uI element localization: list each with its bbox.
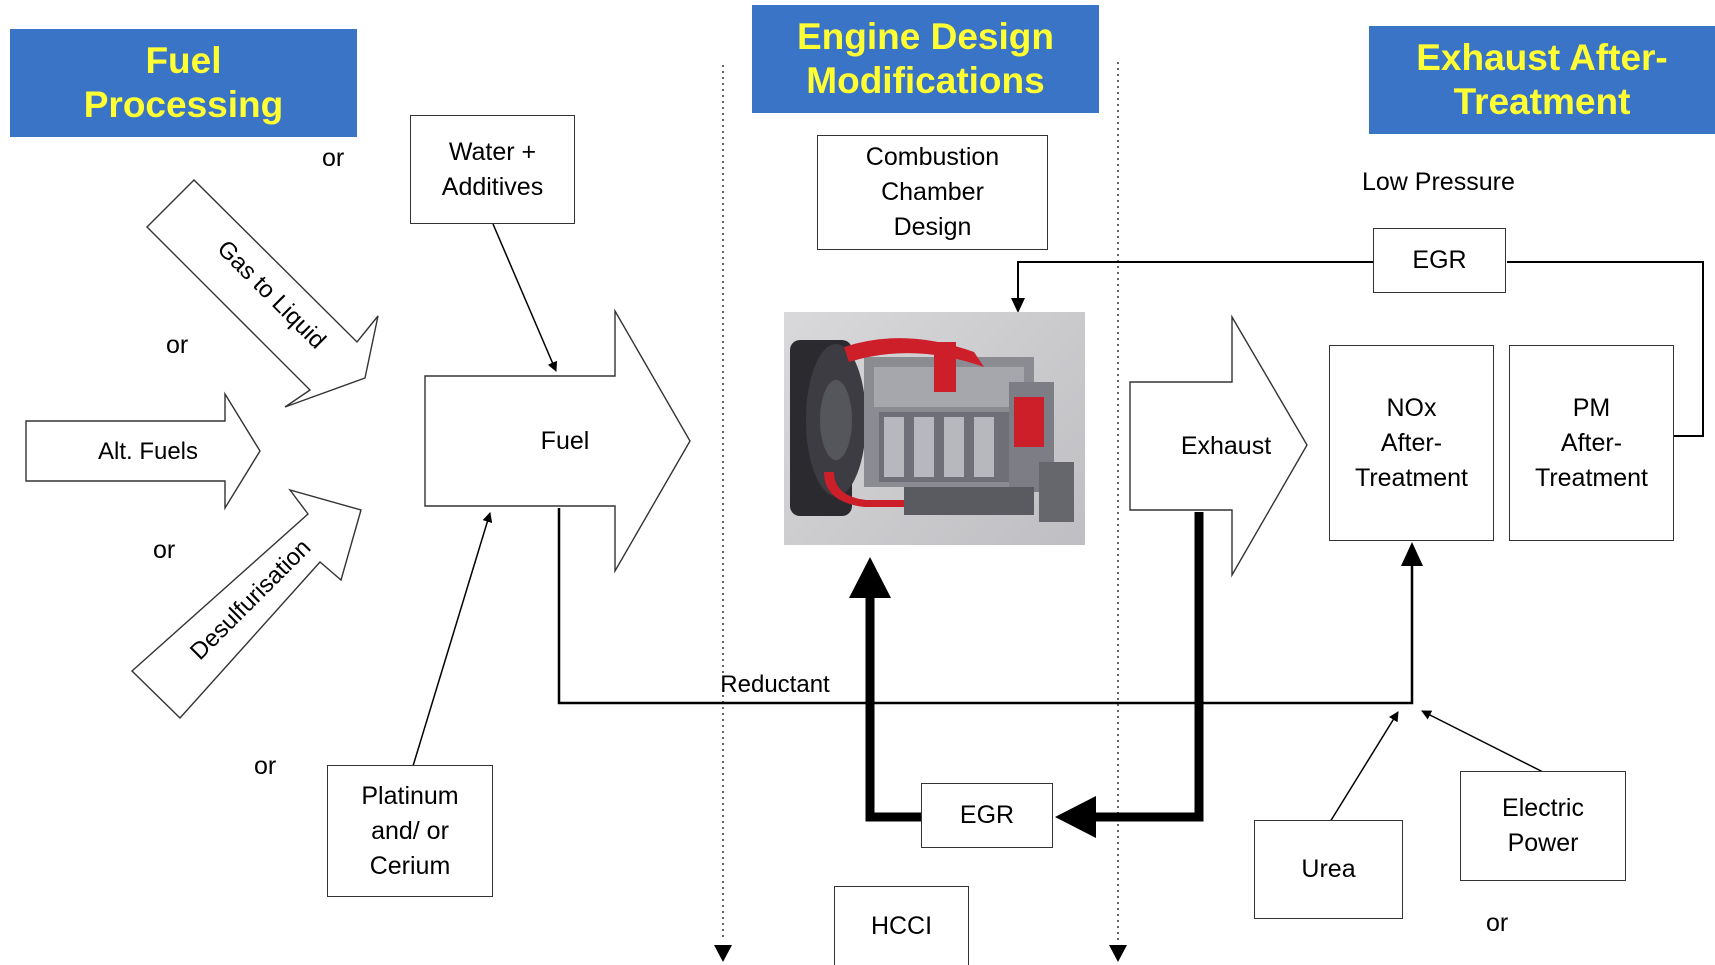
reductant-arrowhead [1401, 542, 1423, 566]
fuel-processing-header: Fuel Processing [10, 29, 357, 137]
desulfurisation-arrow [130, 488, 362, 720]
combustion-chamber-box: Combustion Chamber Design [817, 135, 1048, 250]
platinum-to-fuel-connector [412, 512, 493, 767]
egr-top-box: EGR [1373, 228, 1506, 293]
egr-bottom-box: EGR [921, 783, 1053, 848]
high-pressure-egr-in-arrowhead [849, 557, 891, 598]
fuel-arrow [424, 308, 691, 574]
nox-after-treatment-box: NOx After- Treatment [1329, 345, 1494, 541]
low-pressure-egr-arrowhead [1011, 298, 1025, 313]
exhaust-label: Exhaust [1181, 432, 1271, 460]
alt-fuels-arrow [25, 391, 261, 511]
or-label-5: or [1486, 909, 1509, 937]
high-pressure-egr-in [865, 596, 922, 822]
high-pressure-egr-out-arrowhead [1055, 796, 1096, 838]
exhaust-arrow [1129, 314, 1308, 578]
engine-icon [790, 338, 1074, 522]
hcci-box: HCCI [834, 886, 969, 965]
water-to-fuel-connector [492, 223, 558, 372]
engine-image [784, 312, 1085, 545]
or-label-3: or [153, 536, 176, 564]
low-pressure-egr-loop [1507, 261, 1704, 437]
divider-left-arrowhead [714, 945, 732, 962]
electric-power-box: Electric Power [1460, 771, 1626, 881]
urea-connector [1329, 711, 1399, 823]
water-additives-box: Water + Additives [410, 115, 575, 224]
low-pressure-egr-return [1017, 261, 1374, 302]
desulfurisation-label: Desulfurisation [185, 534, 316, 665]
divider-right-arrowhead [1109, 945, 1127, 962]
gas-to-liquid-arrow [146, 179, 379, 408]
or-label-2: or [166, 331, 189, 359]
reductant-line [557, 508, 1414, 705]
exhaust-after-treatment-header: Exhaust After- Treatment [1369, 26, 1715, 134]
low-pressure-label: Low Pressure [1362, 168, 1515, 196]
high-pressure-egr-out [1088, 512, 1204, 822]
reductant-label: Reductant [720, 671, 830, 698]
or-label-1: or [322, 144, 345, 172]
electric-power-connector [1421, 710, 1544, 773]
urea-box: Urea [1254, 820, 1403, 919]
fuel-label: Fuel [541, 427, 590, 455]
or-label-4: or [254, 752, 277, 780]
platinum-cerium-box: Platinum and/ or Cerium [327, 765, 493, 897]
pm-after-treatment-box: PM After- Treatment [1509, 345, 1674, 541]
alt-fuels-label: Alt. Fuels [98, 438, 198, 465]
engine-design-header: Engine Design Modifications [752, 5, 1099, 113]
